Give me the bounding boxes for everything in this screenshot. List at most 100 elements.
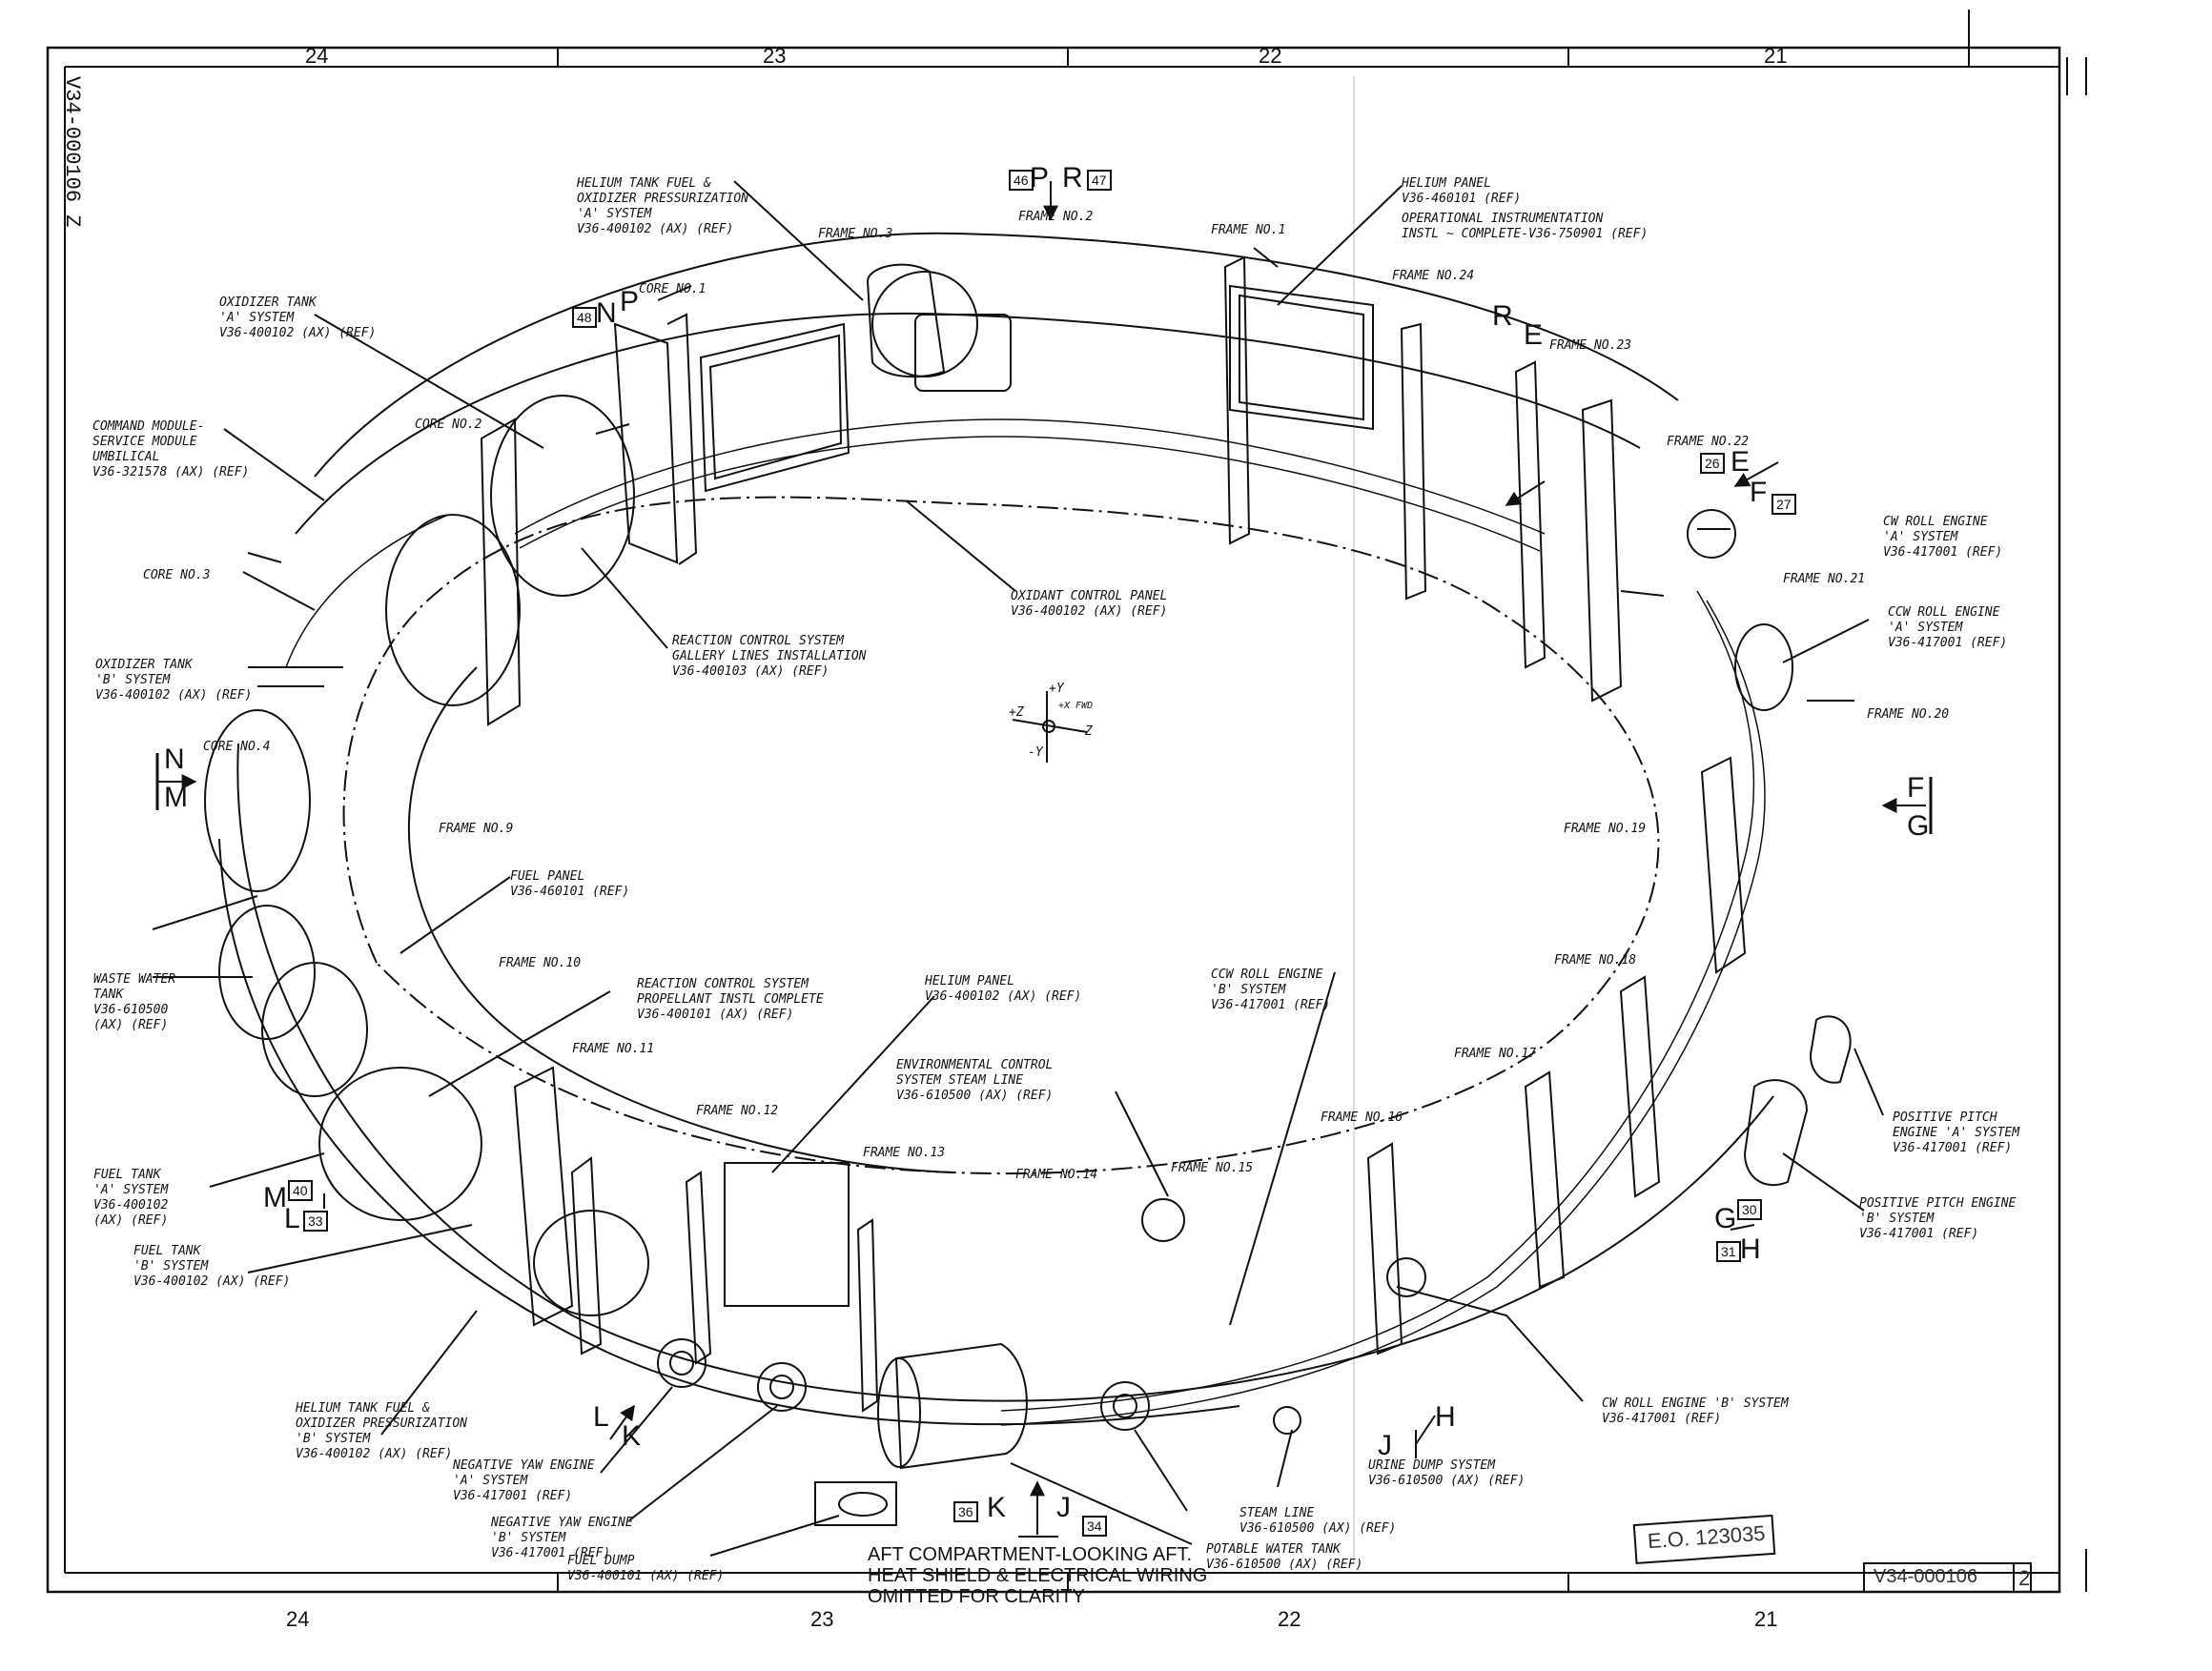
frame-21: FRAME NO.21 — [1783, 572, 1866, 586]
oxidant-control-panel-shape — [699, 322, 850, 493]
title-note: AFT COMPARTMENT-LOOKING AFT. HEAT SHIELD… — [868, 1544, 1207, 1607]
label-ecs-steam-line: ENVIRONMENTAL CONTROL SYSTEM STEAM LINE … — [896, 1058, 1054, 1103]
title-note-line-1: AFT COMPARTMENT-LOOKING AFT. — [868, 1544, 1193, 1565]
section-p-2: P — [620, 286, 640, 317]
steam-line-shape — [1100, 1381, 1150, 1431]
section-r: R — [1062, 162, 1083, 194]
sheet-number: 2 — [2018, 1566, 2031, 1590]
zone-top-22: 22 — [1259, 44, 1282, 68]
frame-17: FRAME NO.17 — [1454, 1047, 1537, 1061]
inner-bulkhead-edge — [342, 496, 1660, 1175]
section-n-2: N — [164, 744, 185, 775]
label-positive-pitch-b: POSITIVE PITCH ENGINE 'B' SYSTEM V36-417… — [1859, 1196, 2017, 1241]
title-note-line-3: OMITTED FOR CLARITY — [868, 1586, 1085, 1607]
frame-9: FRAME NO.9 — [439, 822, 514, 836]
section-l: L — [284, 1203, 300, 1234]
section-num-31: 31 — [1716, 1241, 1741, 1262]
oxidizer-tank-a-shape — [490, 395, 635, 597]
section-k: K — [622, 1420, 642, 1452]
label-cw-roll-engine-b: CW ROLL ENGINE 'B' SYSTEM V36-417001 (RE… — [1602, 1396, 1789, 1426]
section-n: N — [596, 297, 617, 329]
potable-water-tank-shape — [894, 1342, 1028, 1470]
label-steam-line: STEAM LINE V36-610500 (AX) (REF) — [1239, 1506, 1397, 1536]
frame-16: FRAME NO.16 — [1321, 1111, 1403, 1125]
frame-12: FRAME NO.12 — [696, 1104, 779, 1118]
label-fuel-tank-b: FUEL TANK 'B' SYSTEM V36-400102 (AX) (RE… — [133, 1244, 291, 1289]
core-4: CORE NO.4 — [203, 740, 271, 754]
frame-13: FRAME NO.13 — [863, 1146, 946, 1160]
zone-bottom-24: 24 — [286, 1607, 310, 1631]
section-l-2: L — [593, 1401, 609, 1433]
section-f: F — [1750, 477, 1768, 508]
label-fuel-tank-a: FUEL TANK 'A' SYSTEM V36-400102 (AX) (RE… — [93, 1168, 169, 1228]
axis-flight: +X FWD — [1058, 701, 1094, 711]
section-r-2: R — [1492, 300, 1513, 332]
tank-shape — [204, 709, 311, 892]
drawing-number: V34-000106 — [1874, 1566, 1977, 1587]
section-num-48: 48 — [572, 307, 597, 328]
zone-bottom-22: 22 — [1278, 1607, 1301, 1631]
frame-15: FRAME NO.15 — [1171, 1161, 1254, 1175]
waste-water-tank-shape — [218, 905, 316, 1040]
oxidizer-tank-b-shape — [385, 514, 521, 706]
axis-minus-y: -Y — [1028, 745, 1043, 760]
cw-roll-engine-a-shape — [1687, 509, 1736, 559]
label-oxidizer-tank-b: OXIDIZER TANK 'B' SYSTEM V36-400102 (AX)… — [95, 658, 253, 703]
label-op-instrumentation: OPERATIONAL INSTRUMENTATION INSTL ~ COMP… — [1402, 212, 1649, 241]
section-j-2: J — [1056, 1492, 1071, 1523]
label-fuel-panel: FUEL PANEL V36-460101 (REF) — [510, 869, 630, 899]
label-helium-panel-top: HELIUM PANEL V36-460101 (REF) — [1402, 176, 1522, 206]
frame-10: FRAME NO.10 — [499, 956, 582, 970]
label-neg-yaw-engine-a: NEGATIVE YAW ENGINE 'A' SYSTEM V36-41700… — [453, 1458, 595, 1503]
axis-minus-z: -Z — [1077, 724, 1093, 739]
zone-bottom-21: 21 — [1754, 1607, 1778, 1631]
fuel-tank-b-shape — [533, 1210, 649, 1316]
side-drawing-number: V34-000106 Z — [60, 76, 84, 228]
label-oxidant-control-panel: OXIDANT CONTROL PANEL V36-400102 (AX) (R… — [1011, 589, 1168, 619]
sheet-border — [46, 46, 2061, 1594]
label-urine-dump: URINE DUMP SYSTEM V36-610500 (AX) (REF) — [1368, 1458, 1526, 1488]
frame-14: FRAME NO.14 — [1015, 1168, 1098, 1182]
frame-24: FRAME NO.24 — [1392, 269, 1475, 283]
cw-roll-engine-b-shape — [1386, 1257, 1426, 1297]
frame-20: FRAME NO.20 — [1867, 707, 1950, 722]
zone-top-23: 23 — [763, 44, 787, 68]
frame-19: FRAME NO.19 — [1564, 822, 1647, 836]
section-num-36: 36 — [953, 1501, 978, 1522]
section-h: H — [1740, 1233, 1761, 1265]
label-oxidizer-tank-a: OXIDIZER TANK 'A' SYSTEM V36-400102 (AX)… — [219, 295, 377, 340]
core-1: CORE NO.1 — [639, 282, 707, 296]
section-g-2: G — [1714, 1203, 1737, 1234]
helium-panel-shape — [1229, 284, 1374, 431]
title-note-line-2: HEAT SHIELD & ELECTRICAL WIRING — [868, 1565, 1208, 1586]
core-3: CORE NO.3 — [143, 568, 211, 582]
section-num-33: 33 — [303, 1211, 328, 1232]
label-rcs-propellant: REACTION CONTROL SYSTEM PROPELLANT INSTL… — [637, 977, 824, 1022]
frame-23: FRAME NO.23 — [1549, 338, 1632, 353]
section-num-40: 40 — [288, 1180, 313, 1201]
section-p: P — [1030, 162, 1050, 194]
label-rcs-gallery-lines: REACTION CONTROL SYSTEM GALLERY LINES IN… — [672, 634, 867, 679]
zone-bottom-23: 23 — [810, 1607, 834, 1631]
section-num-47: 47 — [1087, 170, 1112, 191]
urine-dump-shape — [1273, 1406, 1301, 1435]
frame-22: FRAME NO.22 — [1667, 435, 1750, 449]
frame-3: FRAME NO.3 — [818, 227, 893, 241]
label-helium-panel-bottom: HELIUM PANEL V36-400102 (AX) (REF) — [925, 974, 1082, 1004]
label-helium-tank-b: HELIUM TANK FUEL & OXIDIZER PRESSURIZATI… — [296, 1401, 468, 1461]
label-cw-roll-engine-a: CW ROLL ENGINE 'A' SYSTEM V36-417001 (RE… — [1883, 515, 2003, 560]
section-num-34: 34 — [1082, 1516, 1107, 1537]
core-2: CORE NO.2 — [415, 418, 482, 432]
axis-plus-z: +Z — [1009, 705, 1024, 720]
label-cm-sm-umbilical: COMMAND MODULE- SERVICE MODULE UMBILICAL… — [92, 419, 250, 479]
positive-pitch-engine-a-shape — [1810, 1015, 1852, 1084]
label-potable-water-tank: POTABLE WATER TANK V36-610500 (AX) (REF) — [1206, 1542, 1363, 1572]
ccw-roll-engine-a-shape — [1734, 623, 1793, 711]
label-waste-water-tank: WASTE WATER TANK V36-610500 (AX) (REF) — [93, 972, 176, 1032]
section-f-2: F — [1907, 772, 1925, 804]
label-ccw-roll-engine-b: CCW ROLL ENGINE 'B' SYSTEM V36-417001 (R… — [1211, 968, 1331, 1012]
section-k-2: K — [987, 1492, 1007, 1523]
label-helium-tank-a: HELIUM TANK FUEL & OXIDIZER PRESSURIZATI… — [577, 176, 749, 236]
fuel-dump-shape — [838, 1492, 888, 1517]
